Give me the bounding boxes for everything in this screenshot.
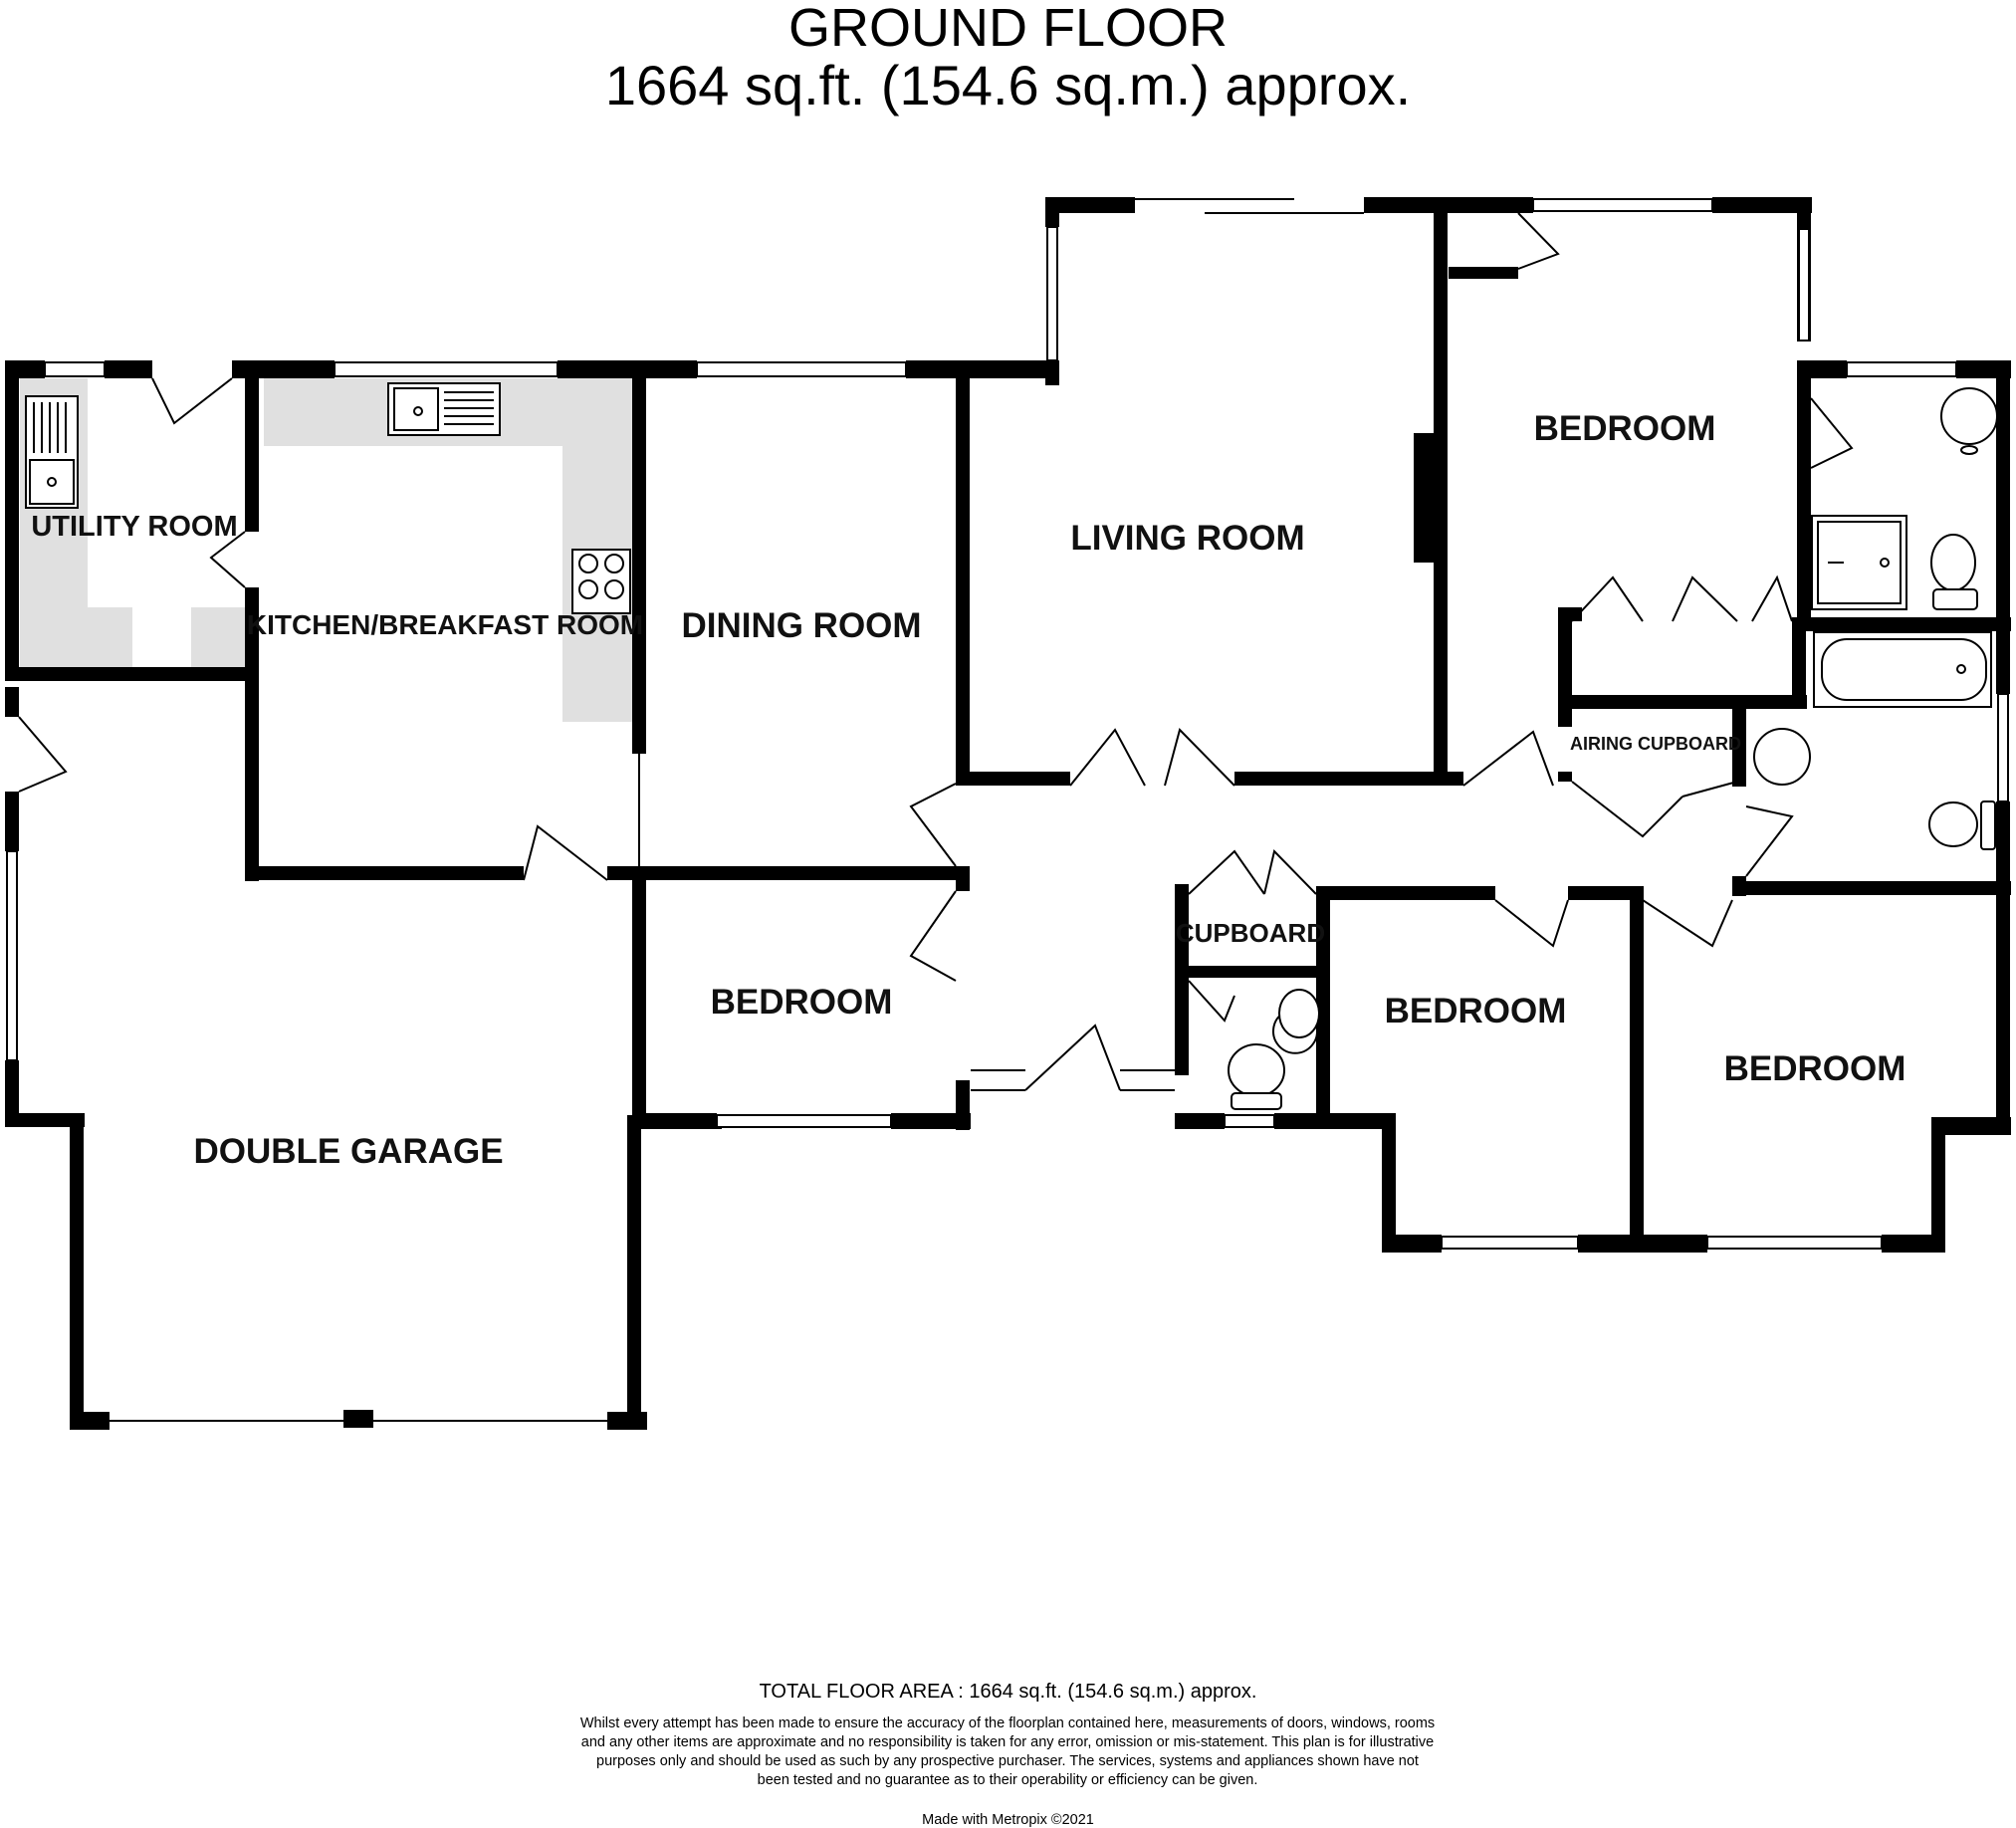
room-label-master-bedroom: BEDROOM [1534, 409, 1716, 448]
room-label-living: LIVING ROOM [1070, 519, 1304, 558]
windows [6, 198, 2009, 1250]
room-label-dining: DINING ROOM [681, 606, 921, 645]
wc-toilet-icon [1228, 1043, 1285, 1110]
room-label-bedroom-left: BEDROOM [711, 983, 893, 1022]
bathroom-basin-icon [1753, 728, 1812, 786]
kitchen-counters [20, 378, 632, 722]
room-label-bedroom-right: BEDROOM [1724, 1049, 1906, 1088]
room-label-kitchen: KITCHEN/BREAKFAST ROOM [247, 609, 643, 640]
ensuite-basin-icon [1940, 387, 1999, 455]
disclaimer: Whilst every attempt has been made to en… [579, 1715, 1436, 1788]
room-label-utility: UTILITY ROOM [31, 511, 237, 543]
room-label-bedroom-middle: BEDROOM [1385, 992, 1567, 1030]
total-floor-area: TOTAL FLOOR AREA : 1664 sq.ft. (154.6 sq… [759, 1681, 1257, 1703]
utility-sink-icon [25, 395, 79, 509]
shower-icon [1811, 515, 1907, 610]
walls [5, 197, 2011, 1430]
bath-icon [1813, 631, 1992, 708]
room-label-garage: DOUBLE GARAGE [193, 1132, 503, 1171]
kitchen-sink-icon [387, 382, 501, 436]
wc-basin-icon [1272, 989, 1320, 1054]
floor-area: 1664 sq.ft. (154.6 sq.m.) approx. [604, 54, 1412, 116]
door-lines [110, 198, 1364, 1422]
ensuite-toilet-icon [1930, 534, 1978, 610]
credit: Made with Metropix ©2021 [922, 1812, 1094, 1828]
bathroom-toilet-icon [1928, 800, 1996, 850]
floor-title: GROUND FLOOR [787, 0, 1229, 58]
door-swings [18, 212, 1854, 1091]
room-label-airing-cupboard: AIRING CUPBOARD [1570, 734, 1741, 754]
hob-icon [571, 549, 631, 614]
room-label-cupboard: CUPBOARD [1176, 918, 1325, 948]
